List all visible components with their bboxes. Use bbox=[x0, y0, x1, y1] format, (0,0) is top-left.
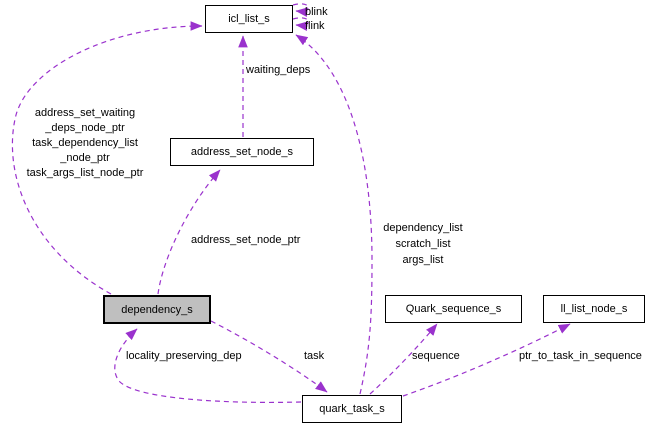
edge-quark-task-lists bbox=[295, 34, 373, 395]
edge-label-flink: flink bbox=[305, 20, 325, 32]
node-quark-task-s[interactable]: quark_task_s bbox=[302, 395, 402, 423]
node-icl-list-s[interactable]: icl_list_s bbox=[205, 5, 293, 33]
edge-dependency-member-ptrs bbox=[11, 21, 203, 295]
edge-label-address-set-node-ptr: address_set_node_ptr bbox=[191, 234, 301, 246]
edge-label-quark-task-lists: dependency_list scratch_list args_list bbox=[383, 222, 463, 266]
edge-label-dependency-member-ptrs: address_set_waiting _deps_node_ptr task_… bbox=[26, 107, 144, 179]
edge-label-sequence: sequence bbox=[412, 350, 460, 362]
edge-locality-preserving-dep bbox=[114, 328, 302, 404]
edge-label-locality-preserving-dep: locality_preserving_dep bbox=[126, 350, 242, 362]
edge-label-blink: blink bbox=[305, 6, 328, 18]
edge-label-ptr-to-task-in-sequence: ptr_to_task_in_sequence bbox=[519, 350, 642, 362]
node-dependency-s: dependency_s bbox=[103, 295, 211, 324]
edge-blink-self-loop bbox=[292, 3, 309, 17]
edge-flink-self-loop bbox=[292, 17, 309, 31]
edge-label-waiting-deps: waiting_deps bbox=[246, 64, 311, 76]
edge-sequence bbox=[369, 323, 438, 395]
node-ll-list-node-s[interactable]: ll_list_node_s bbox=[543, 295, 645, 323]
edge-label-task: task bbox=[304, 350, 325, 362]
edge-ptr-to-task-in-sequence bbox=[402, 323, 571, 397]
node-quark-sequence-s[interactable]: Quark_sequence_s bbox=[385, 295, 522, 323]
node-address-set-node-s[interactable]: address_set_node_s bbox=[170, 138, 314, 166]
edge-address-set-node-ptr bbox=[157, 169, 221, 295]
